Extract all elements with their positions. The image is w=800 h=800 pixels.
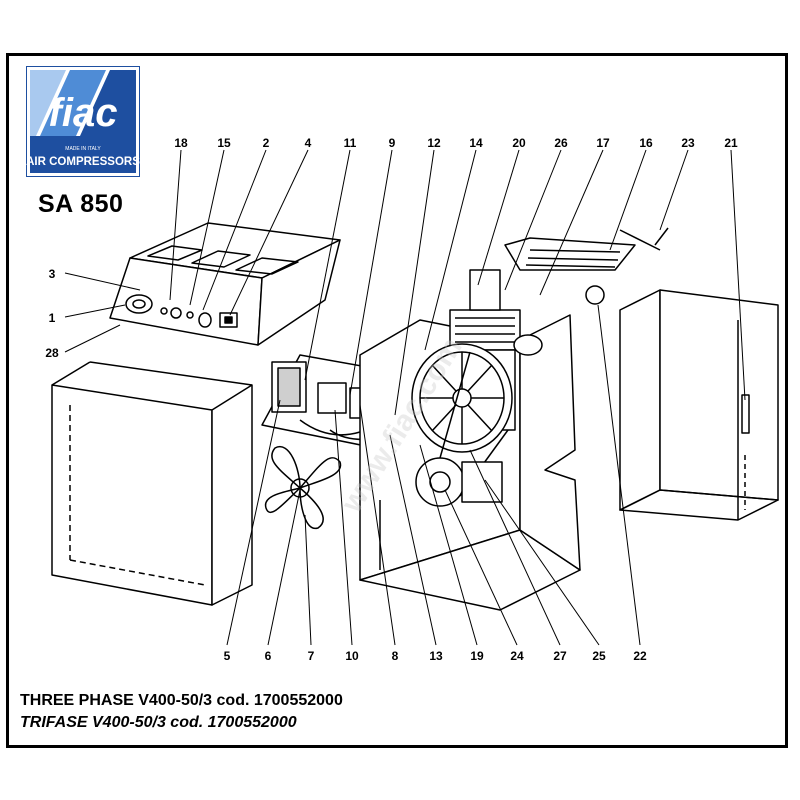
callout-3: 3 xyxy=(49,267,56,281)
callout-27: 27 xyxy=(553,649,567,663)
callout-26: 26 xyxy=(554,136,568,150)
callout-21: 21 xyxy=(724,136,738,150)
left-side-panel xyxy=(51,361,253,606)
callout-23: 23 xyxy=(681,136,695,150)
callout-12: 12 xyxy=(427,136,441,150)
callout-19: 19 xyxy=(470,649,484,663)
callout-11: 11 xyxy=(344,136,357,150)
callout-14: 14 xyxy=(469,136,483,150)
logo-made-in: MADE IN ITALY xyxy=(65,146,101,152)
callout-10: 10 xyxy=(345,649,359,663)
logo-tagline: AIR COMPRESSORS xyxy=(26,156,140,168)
callout-6: 6 xyxy=(265,649,272,663)
top-cover-panel xyxy=(109,222,341,346)
callout-20: 20 xyxy=(512,136,526,150)
callout-1: 1 xyxy=(49,311,56,325)
callout-7: 7 xyxy=(308,649,315,663)
right-door-panel xyxy=(619,289,779,521)
callout-16: 16 xyxy=(639,136,653,150)
callouts-bottom: 5 6 7 10 8 13 19 24 27 25 22 xyxy=(224,649,647,663)
caption-english: THREE PHASE V400-50/3 cod. 1700552000 xyxy=(20,692,343,709)
callout-2: 2 xyxy=(263,136,270,150)
leader-lines xyxy=(64,149,746,646)
callout-8: 8 xyxy=(392,649,399,663)
callout-15: 15 xyxy=(217,136,231,150)
callout-5: 5 xyxy=(224,649,231,663)
aftercooler xyxy=(504,227,669,305)
callout-18: 18 xyxy=(174,136,188,150)
fiac-logo: fiac MADE IN ITALY AIR COMPRESSORS xyxy=(26,66,140,177)
callouts-top: 18 15 2 4 11 9 12 14 20 26 17 16 23 21 xyxy=(174,136,738,150)
callout-13: 13 xyxy=(429,649,443,663)
callout-25: 25 xyxy=(592,649,606,663)
callouts-left: 3 1 28 xyxy=(45,267,59,360)
model-title: SA 850 xyxy=(38,190,124,218)
callout-28: 28 xyxy=(45,346,59,360)
caption-italian: TRIFASE V400-50/3 cod. 1700552000 xyxy=(20,714,297,731)
callout-22: 22 xyxy=(633,649,647,663)
callout-9: 9 xyxy=(389,136,396,150)
cooling-fan xyxy=(264,445,342,529)
callout-24: 24 xyxy=(510,649,524,663)
callout-17: 17 xyxy=(596,136,610,150)
diagram-frame xyxy=(6,53,788,748)
callout-4: 4 xyxy=(305,136,312,150)
logo-wordmark: fiac xyxy=(49,91,118,135)
